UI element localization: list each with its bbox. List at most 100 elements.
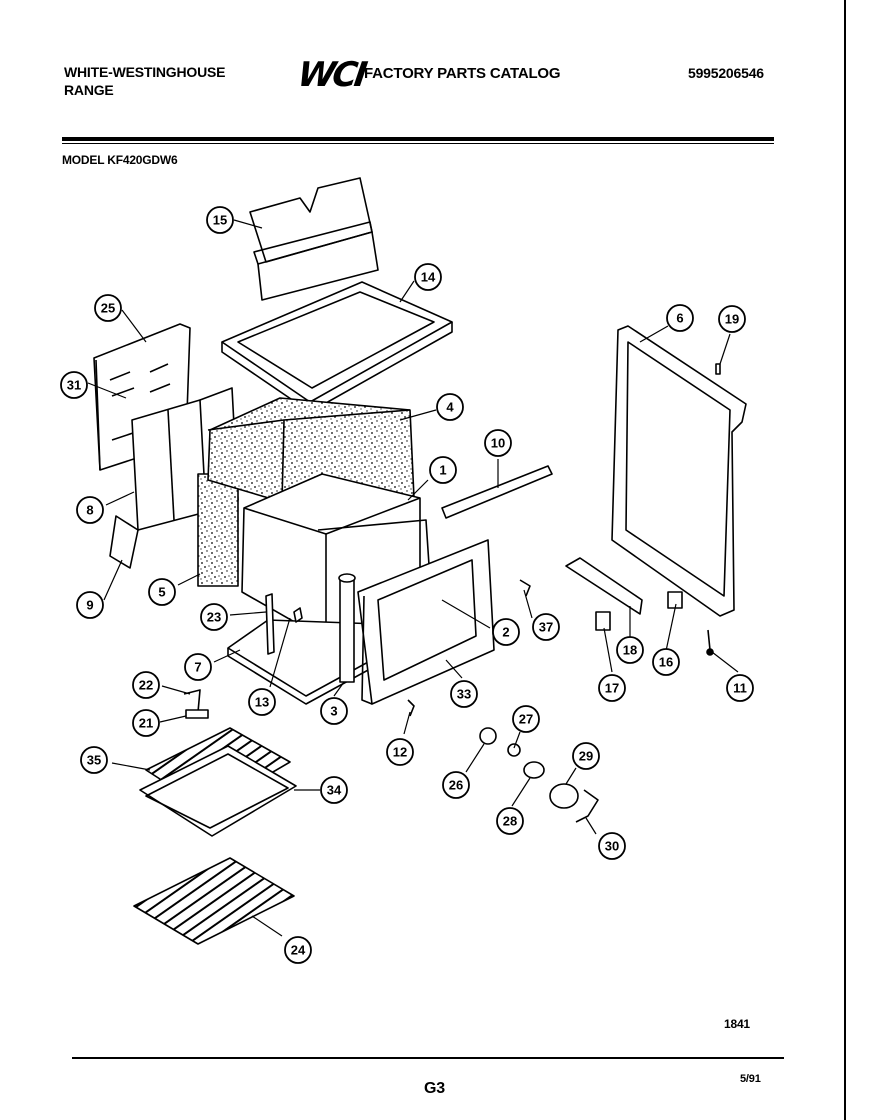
oven-rack-part bbox=[133, 857, 295, 945]
side-panel-part bbox=[611, 325, 747, 617]
callout-number: 10 bbox=[491, 436, 505, 451]
callout-11: 11 bbox=[726, 674, 754, 702]
callout-15: 15 bbox=[206, 206, 234, 234]
callout-16: 16 bbox=[652, 648, 680, 676]
callout-circle bbox=[184, 653, 212, 681]
screw-part bbox=[519, 579, 531, 597]
callout-number: 27 bbox=[519, 712, 533, 727]
knob-part bbox=[523, 761, 545, 779]
callout-17: 17 bbox=[598, 674, 626, 702]
callout-25: 25 bbox=[94, 294, 122, 322]
callout-circle bbox=[598, 832, 626, 860]
callout-28: 28 bbox=[496, 807, 524, 835]
callout-circle bbox=[616, 636, 644, 664]
callout-circle bbox=[429, 456, 457, 484]
callout-33: 33 bbox=[450, 680, 478, 708]
callout-circle bbox=[666, 304, 694, 332]
callout-number: 22 bbox=[139, 678, 153, 693]
callout-number: 11 bbox=[733, 681, 747, 696]
footer-rule bbox=[72, 1057, 784, 1059]
callout-3: 3 bbox=[320, 697, 348, 725]
header-rule-thin bbox=[62, 143, 774, 144]
callout-circle bbox=[436, 393, 464, 421]
callout-circle bbox=[148, 578, 176, 606]
brand-name: WHITE-WESTINGHOUSE bbox=[64, 64, 226, 80]
callout-number: 5 bbox=[158, 585, 165, 600]
door-frame-part bbox=[357, 539, 495, 705]
callout-circle bbox=[532, 613, 560, 641]
figure-number: 1841 bbox=[724, 1017, 750, 1031]
page-edge bbox=[844, 0, 846, 1120]
callout-27: 27 bbox=[512, 705, 540, 733]
callout-number: 14 bbox=[421, 270, 436, 285]
callout-10: 10 bbox=[484, 429, 512, 457]
callout-22: 22 bbox=[132, 671, 160, 699]
callout-number: 4 bbox=[446, 400, 454, 415]
screw-part bbox=[707, 629, 711, 651]
callout-18: 18 bbox=[616, 636, 644, 664]
callout-circle bbox=[512, 705, 540, 733]
callout-29: 29 bbox=[572, 742, 600, 770]
callout-circle bbox=[248, 688, 276, 716]
callout-number: 25 bbox=[101, 301, 115, 316]
callout-circle bbox=[718, 305, 746, 333]
callout-circle bbox=[442, 771, 470, 799]
bracket-part bbox=[565, 557, 643, 615]
catalog-title: FACTORY PARTS CATALOG bbox=[364, 65, 561, 82]
callout-8: 8 bbox=[76, 496, 104, 524]
callout-number: 34 bbox=[327, 783, 342, 798]
callout-circle bbox=[652, 648, 680, 676]
callout-number: 31 bbox=[67, 378, 81, 393]
callout-9: 9 bbox=[76, 591, 104, 619]
screw-part bbox=[407, 699, 415, 717]
callout-circle bbox=[206, 206, 234, 234]
callout-number: 24 bbox=[291, 943, 306, 958]
callout-34: 34 bbox=[320, 776, 348, 804]
callout-circle bbox=[386, 738, 414, 766]
callout-35: 35 bbox=[80, 746, 108, 774]
side-bracket-part bbox=[109, 387, 239, 569]
callout-23: 23 bbox=[200, 603, 228, 631]
clip-part bbox=[293, 607, 303, 623]
callout-number: 26 bbox=[449, 778, 463, 793]
screw-part bbox=[706, 648, 714, 656]
knob-part bbox=[549, 783, 579, 809]
callout-circle bbox=[598, 674, 626, 702]
callout-circle bbox=[496, 807, 524, 835]
callout-number: 37 bbox=[539, 620, 553, 635]
callout-circle bbox=[94, 294, 122, 322]
callout-circle bbox=[80, 746, 108, 774]
callout-number: 35 bbox=[87, 753, 101, 768]
callout-37: 37 bbox=[532, 613, 560, 641]
callout-1: 1 bbox=[429, 456, 457, 484]
callout-number: 3 bbox=[330, 704, 337, 719]
header-rule bbox=[62, 137, 774, 141]
knob-part bbox=[507, 743, 521, 757]
callout-circle bbox=[320, 776, 348, 804]
callout-number: 19 bbox=[725, 312, 739, 327]
callout-circle bbox=[132, 671, 160, 699]
clip-part bbox=[575, 789, 599, 823]
callout-circle bbox=[450, 680, 478, 708]
callout-circle bbox=[60, 371, 88, 399]
callout-number: 33 bbox=[457, 687, 471, 702]
callout-circle bbox=[414, 263, 442, 291]
callout-number: 21 bbox=[139, 716, 153, 731]
small-part bbox=[183, 689, 201, 713]
callout-24: 24 bbox=[284, 936, 312, 964]
callout-number: 23 bbox=[207, 610, 221, 625]
callout-13: 13 bbox=[248, 688, 276, 716]
burner-tube-part bbox=[338, 573, 356, 683]
callout-26: 26 bbox=[442, 771, 470, 799]
broil-pan-part bbox=[139, 727, 297, 837]
leader-lines bbox=[87, 219, 739, 937]
callout-circle bbox=[484, 429, 512, 457]
product-type: RANGE bbox=[64, 82, 114, 98]
callout-number: 29 bbox=[579, 749, 593, 764]
side-insulation-part bbox=[197, 473, 239, 587]
revision-date: 5/91 bbox=[740, 1073, 761, 1085]
callout-number: 2 bbox=[502, 625, 509, 640]
callout-number: 8 bbox=[86, 503, 93, 518]
